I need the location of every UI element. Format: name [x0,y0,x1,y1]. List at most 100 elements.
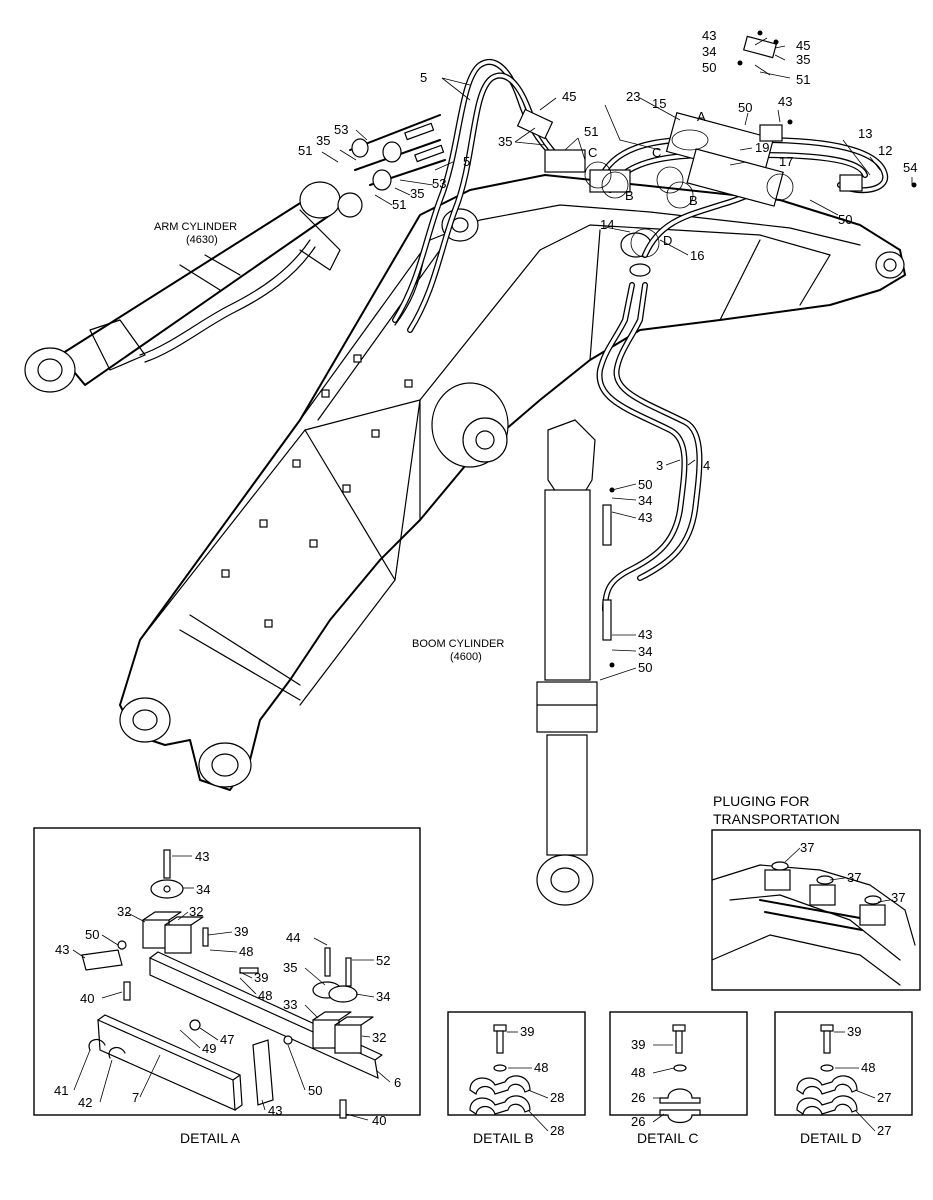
callout-50-right: 50 [738,100,752,115]
detail-a-callout-49: 49 [202,1041,216,1056]
transport-callout-37-c: 37 [891,890,905,905]
callout-34-cyl-bottom: 34 [638,644,652,659]
callout-detail-a-marker: A [697,109,706,124]
callout-5-upper: 5 [420,70,427,85]
detail-c-box: 39 48 26 26 DETAIL C [609,1011,748,1146]
detail-b-caption: DETAIL B [473,1130,534,1146]
callout-detail-d-marker: D [663,233,672,248]
detail-a-callout-40-a: 40 [80,991,94,1006]
main-callouts: 43 45 34 35 50 51 5 45 23 15 A 50 43 13 … [154,28,917,675]
detail-a-callout-6: 6 [394,1075,401,1090]
callout-5-lower: 5 [463,154,470,169]
boom-structure [119,174,906,791]
callout-15: 15 [652,96,666,111]
detail-a-callout-7: 7 [132,1090,139,1105]
detail-b-callout-48: 48 [534,1060,548,1075]
detail-a-callout-47: 47 [220,1032,234,1047]
detail-a-callout-48-a: 48 [239,944,253,959]
detail-c-callout-26-a: 26 [631,1090,645,1105]
main-leaders [321,30,917,681]
detail-a-callout-32-a: 32 [117,904,131,919]
detail-a-callout-34: 34 [196,882,210,897]
callout-34-top: 34 [702,44,716,59]
detail-d-box: 39 48 27 27 DETAIL D [774,1011,913,1146]
callout-35-left: 35 [316,133,330,148]
detail-a-callout-32-c: 32 [372,1030,386,1045]
hoses-3-4 [596,232,703,641]
callout-53-left: 53 [334,122,348,137]
callout-23: 23 [626,89,640,104]
detail-a-callout-43-bottom: 43 [268,1103,282,1118]
detail-c-callout-26-b: 26 [631,1114,645,1129]
detail-a-box: 43 34 32 32 39 50 48 43 44 52 35 39 34 4… [33,827,421,1146]
callout-35-mid: 35 [498,134,512,149]
callout-50-cyl-top: 50 [638,477,652,492]
detail-a-callout-43-top: 43 [195,849,209,864]
detail-d-caption: DETAIL D [800,1130,861,1146]
callout-19: 19 [755,140,769,155]
detail-a-callout-52: 52 [376,953,390,968]
detail-b-box: 39 48 28 28 DETAIL B [447,1011,586,1146]
callout-35-top: 35 [796,52,810,67]
detail-b-callout-28-b: 28 [550,1123,564,1138]
arm-cylinder-label: ARM CYLINDER [154,221,237,233]
detail-a-callout-50-b: 50 [308,1083,322,1098]
boom-cylinder-label: BOOM CYLINDER [412,638,504,650]
detail-b-callout-39: 39 [520,1024,534,1039]
callout-43-cyl-top: 43 [638,510,652,525]
detail-a-callout-50-a: 50 [85,927,99,942]
detail-a-callout-40-b: 40 [372,1113,386,1128]
transport-title-line1: PLUGING FOR [713,793,809,809]
callout-13: 13 [858,126,872,141]
detail-b-callout-28-a: 28 [550,1090,564,1105]
detail-a-callout-43-left: 43 [55,942,69,957]
callout-43-top: 43 [702,28,716,43]
boom-cylinder-code: (4600) [450,651,482,663]
transport-callout-37-b: 37 [847,870,861,885]
callout-45-top: 45 [796,38,810,53]
detail-d-callout-27-b: 27 [877,1123,891,1138]
callout-53-lower: 53 [432,176,446,191]
detail-c-callout-39: 39 [631,1037,645,1052]
detail-a-callout-39-b: 39 [254,970,268,985]
arm-cylinder [24,181,363,393]
detail-a-callout-48-b: 48 [258,988,272,1003]
callout-12: 12 [878,143,892,158]
arm-cylinder-code: (4630) [186,234,218,246]
callout-detail-b-marker-1: B [625,188,634,203]
callout-51-mid: 51 [584,124,598,139]
callout-14: 14 [600,217,614,232]
detail-a-callout-35: 35 [283,960,297,975]
transport-plugging-inset: PLUGING FOR TRANSPORTATION 37 37 37 [711,793,921,991]
callout-51-left: 51 [298,143,312,158]
callout-4: 4 [703,458,710,473]
callout-50-lower-right: 50 [838,212,852,227]
callout-50-top: 50 [702,60,716,75]
callout-16: 16 [690,248,704,263]
detail-a-caption: DETAIL A [180,1130,241,1146]
detail-d-callout-39: 39 [847,1024,861,1039]
detail-a-callout-33: 33 [283,997,297,1012]
callout-3: 3 [656,458,663,473]
detail-a-callout-34-right: 34 [376,989,390,1004]
callout-51-lower: 51 [392,197,406,212]
callout-50-cyl-bottom: 50 [638,660,652,675]
upper-hoses-and-blocks [349,35,889,333]
callout-43-right: 43 [778,94,792,109]
callout-43-cyl-bottom: 43 [638,627,652,642]
boom-cylinder [536,419,598,906]
callout-51-top: 51 [796,72,810,87]
detail-d-callout-48: 48 [861,1060,875,1075]
callout-35-lower: 35 [410,186,424,201]
detail-a-callout-39-a: 39 [234,924,248,939]
transport-title-line2: TRANSPORTATION [713,811,840,827]
callout-54: 54 [903,160,917,175]
detail-c-callout-48: 48 [631,1065,645,1080]
callout-17: 17 [779,154,793,169]
callout-detail-c-marker-2: C [652,145,661,160]
detail-a-callout-32-b: 32 [189,904,203,919]
callout-34-cyl-top: 34 [638,493,652,508]
callout-detail-c-marker-1: C [588,145,597,160]
transport-callout-37-a: 37 [800,840,814,855]
